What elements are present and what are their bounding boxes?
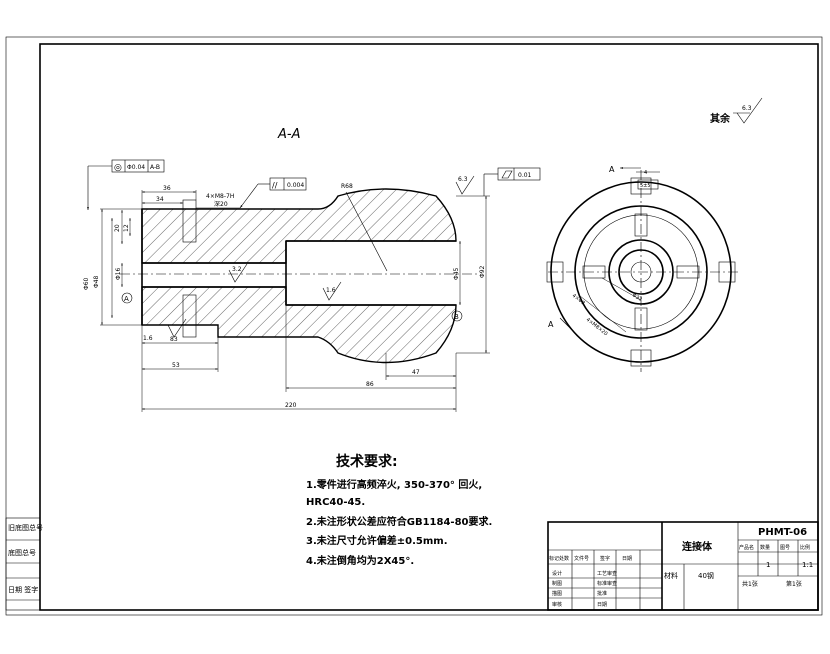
dim-12: 12 — [123, 224, 130, 232]
gdt-parallelism: // 0.004 — [239, 177, 307, 209]
section-dimensions: 36 4×M8-7H 深20 34 Φ60 Φ48 Φ16 20 12 Φ92 … — [83, 185, 490, 412]
tb-head-2: 数量 — [760, 544, 770, 551]
thread-note: 4×M8-7H — [206, 193, 234, 200]
material: 40钢 — [698, 571, 714, 580]
gdt-cylindricity: 0.01 — [483, 167, 541, 196]
dim-4: 4 — [644, 170, 647, 176]
tb-sheet-no: 第1张 — [786, 580, 802, 588]
tb-head-3: 图号 — [780, 545, 790, 551]
role2-2: 标准审查 — [597, 580, 617, 587]
dim-phi60: Φ60 — [83, 277, 90, 290]
part-name: 连接体 — [682, 540, 713, 553]
change-col-2: 文件号 — [574, 555, 589, 562]
view-arrow-a-bottom: A — [548, 320, 554, 329]
coaxiality-value: Φ0.04 — [127, 164, 145, 171]
change-col-4: 日期 — [622, 556, 632, 562]
tb-head-4: 比例 — [800, 544, 810, 551]
dim-83: 83 — [170, 336, 178, 343]
side-strip-1: 旧底图总号 — [8, 523, 43, 532]
coaxiality-datum: A-B — [150, 164, 160, 171]
gdt-coaxiality: ◎ Φ0.04 A-B — [87, 159, 165, 210]
tb-qty: 1 — [766, 561, 770, 569]
requirements-line-5: 4.未注倒角均为2X45°. — [306, 554, 414, 567]
dim-220: 220 — [285, 402, 297, 409]
ra-a: 3.2 — [232, 266, 242, 273]
section-hatch — [141, 188, 457, 364]
dim-47: 47 — [412, 369, 420, 376]
datum-a: A — [124, 295, 129, 303]
ra-d: 1.6 — [143, 335, 153, 342]
role2-1: 工艺审查 — [597, 570, 617, 577]
requirements-line-1: 1.零件进行高频淬火, 350-370° 回火, — [306, 478, 482, 491]
tb-scale: 1:1 — [802, 561, 813, 569]
dim-phi16: Φ16 — [115, 267, 122, 280]
requirements-line-3: 2.未注形状公差应符合GB1184-80要求. — [306, 515, 492, 528]
dim-20: 20 — [114, 224, 121, 232]
role-2: 制图 — [552, 580, 562, 587]
ra-c: 6.3 — [458, 176, 468, 183]
ra-b: 1.6 — [326, 287, 336, 294]
tb-sheets: 共1张 — [742, 580, 758, 588]
surface-finish-rest: 其余 6.3 — [710, 97, 763, 125]
datum-markers: A B — [121, 292, 463, 322]
cylindricity-value: 0.01 — [518, 172, 532, 179]
thread-depth: 深20 — [214, 200, 228, 208]
role2-3: 批准 — [597, 590, 607, 597]
dim-circ1: 4×Φ8 — [571, 293, 586, 307]
title-block: 连接体 PHMT-06 产品名 数量 图号 比例 1 1:1 共1张 第1张 材… — [547, 521, 819, 611]
coaxiality-symbol: ◎ — [114, 163, 122, 173]
tb-head-1: 产品名 — [739, 544, 754, 551]
inner-frame — [39, 43, 819, 611]
dim-36: 36 — [163, 185, 171, 192]
dim-53: 53 — [172, 362, 180, 369]
datum-b: B — [454, 313, 459, 321]
roughness-marks: 6.3 3.2 1.6 1.6 — [143, 175, 475, 342]
drawing-no: PHMT-06 — [758, 527, 807, 538]
requirements-line-4: 3.未注尺寸允许偏差±0.5mm. — [306, 534, 448, 547]
view-arrow-a-top: A — [609, 165, 615, 174]
dim-circ2: Φ32 — [631, 293, 643, 303]
change-col-1: 标记处数 — [549, 555, 569, 562]
dim-phi45: Φ45 — [453, 267, 460, 280]
surface-finish-rest-label: 其余 — [710, 112, 731, 125]
role-1: 设计 — [552, 570, 562, 577]
dim-phi92: Φ92 — [479, 265, 486, 278]
side-strip-2: 底图总号 — [8, 548, 36, 557]
dim-phi48: Φ48 — [93, 275, 100, 288]
side-strip: 旧底图总号 底图总号 日期 签字 — [5, 517, 43, 611]
requirements-line-2: HRC40-45. — [306, 497, 365, 508]
role-3: 描图 — [552, 590, 562, 597]
parallelism-value: 0.004 — [287, 182, 304, 189]
dim-r68: R68 — [341, 183, 353, 190]
role-4: 审核 — [552, 601, 562, 608]
requirements-title: 技术要求: — [336, 453, 398, 470]
side-strip-3: 日期 签字 — [8, 585, 38, 594]
outer-border — [5, 36, 823, 616]
dim-square: 5±5 — [640, 183, 651, 189]
parallelism-symbol: // — [272, 181, 278, 190]
technical-requirements: 技术要求: 1.零件进行高频淬火, 350-370° 回火, HRC40-45.… — [306, 453, 492, 567]
surface-finish-rest-value: 6.3 — [742, 105, 752, 112]
section-view: R68 — [120, 183, 480, 364]
role2-4: 日期 — [597, 602, 607, 608]
change-col-3: 签字 — [600, 555, 610, 562]
section-label: A-A — [277, 127, 300, 142]
dim-34: 34 — [156, 196, 164, 203]
material-label: 材料 — [664, 571, 678, 580]
dim-86: 86 — [366, 381, 374, 388]
end-view: A A 5±5 4 4×M8×20 4×Φ8 Φ32 — [546, 165, 740, 372]
